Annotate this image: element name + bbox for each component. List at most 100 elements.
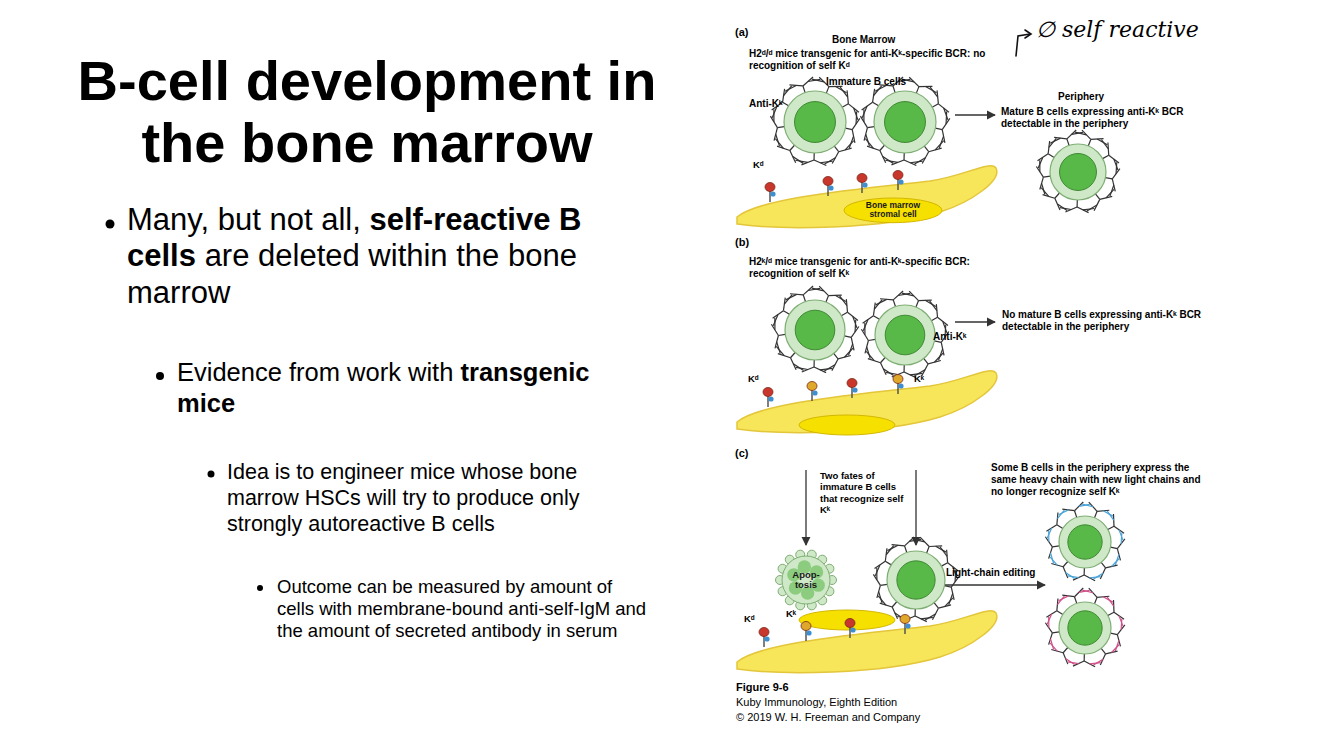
light-chain [776, 346, 784, 355]
antibody [885, 561, 891, 565]
light-chain [1087, 205, 1097, 211]
light-chain [910, 161, 922, 163]
mhc-molecule [845, 619, 855, 628]
light-chain [820, 161, 832, 163]
antibody [1052, 546, 1059, 547]
antibody [903, 153, 904, 160]
antibody [813, 360, 814, 367]
label: Bone Marrow [832, 34, 895, 45]
label: Many, but not all, [127, 202, 361, 237]
mhc-molecule [905, 623, 910, 628]
b-cell [1059, 516, 1111, 568]
light-chain [1119, 530, 1123, 540]
b-cell-nucleus [1068, 525, 1102, 559]
light-chain [930, 301, 937, 311]
antibody [1103, 155, 1109, 158]
text-block: No mature B cells expressing anti-Kᵏ BCR… [1002, 309, 1217, 333]
antibody [813, 153, 814, 160]
text-block: H2ᵈ/ᵈ mice transgenic for anti-Kᵏ-specif… [749, 48, 1024, 72]
antibody [1046, 525, 1056, 532]
mhc-molecule [847, 379, 857, 388]
label: Anti-Kᵏ [933, 331, 966, 342]
text-block: (c) [735, 447, 748, 459]
antibody [778, 334, 785, 335]
antibody [826, 87, 829, 94]
antibody [832, 359, 838, 371]
light-chain [1112, 559, 1120, 567]
label: Some B cells in the periphery express th… [991, 462, 1201, 497]
antibody [1067, 139, 1069, 146]
light-chain [883, 369, 893, 376]
light-chain [1090, 577, 1101, 578]
antibody [803, 77, 813, 86]
mhc-molecule [823, 177, 833, 186]
antibody [1063, 647, 1068, 652]
text-block: ∅ self reactive [1036, 18, 1199, 42]
light-chain [776, 134, 780, 146]
label: Kuby Immunology, Eighth Edition [736, 696, 897, 708]
antibody [1095, 194, 1099, 199]
text-block: Periphery [1058, 91, 1104, 102]
light-chain [785, 85, 796, 91]
light-chain [944, 108, 948, 120]
stromal-nucleus: Bone marrow stromal cell [843, 197, 943, 224]
antibody [1038, 154, 1049, 161]
light-chain [866, 134, 870, 146]
label: Outcome can be measured by amount of cel… [277, 576, 646, 641]
light-chain [1050, 138, 1060, 143]
antibody [1110, 633, 1117, 634]
b-cell [875, 305, 935, 365]
antibody [932, 104, 938, 107]
light-chain [934, 353, 942, 362]
light-chain [887, 545, 898, 550]
text-block: Kᵏ [914, 374, 924, 384]
mhc-molecule [827, 185, 829, 196]
antibody [934, 603, 938, 608]
antibody [893, 300, 895, 307]
mhc-molecule [812, 390, 817, 395]
node-text: Bone marrow stromal cell [858, 201, 928, 220]
light-chain [876, 299, 887, 305]
light-chain [1065, 572, 1074, 578]
label: © 2019 W. H. Freeman and Company [736, 711, 920, 723]
antibody [844, 336, 851, 337]
light-chain [844, 348, 852, 357]
mhc-molecule [828, 185, 833, 190]
mhc-molecule [897, 179, 899, 190]
antibody [1046, 611, 1056, 618]
slide-title: B-cell development in the bone marrow [70, 50, 664, 173]
mhc-molecule [769, 191, 771, 202]
text-block: Kuby Immunology, Eighth Edition [736, 696, 897, 708]
b-cell-nucleus [885, 315, 925, 355]
text-block: Two fates of immature B cells that recog… [820, 470, 908, 516]
label: Kᵈ [744, 613, 755, 624]
antibody [1095, 511, 1098, 518]
antibody [841, 312, 847, 315]
antibody [1052, 632, 1059, 633]
light-chain [925, 614, 935, 620]
antibody [916, 87, 919, 94]
mhc-molecule [861, 182, 863, 193]
text-block: Anti-Kᵏ [749, 98, 782, 109]
b-cell [887, 551, 945, 609]
label: Mature B cells expressing anti-Kᵏ BCR de… [1001, 106, 1183, 129]
antibody [826, 296, 829, 303]
mhc-molecule [852, 387, 857, 392]
antibody [1057, 611, 1063, 615]
mhc-molecule [763, 636, 765, 647]
antibody [924, 146, 928, 151]
light-chain [775, 139, 783, 149]
light-chain [930, 87, 938, 97]
antibody [905, 546, 907, 553]
light-chain [862, 106, 867, 118]
light-chain [867, 347, 871, 359]
antibody [1077, 200, 1078, 207]
b-cell-nucleus [1068, 611, 1102, 645]
antibody [1105, 178, 1112, 179]
mhc-molecule [807, 382, 817, 391]
handwritten-arrow [1016, 34, 1030, 56]
antibody [783, 311, 789, 315]
antibody [1055, 193, 1060, 198]
light-chain [1059, 510, 1069, 515]
light-chain [1082, 590, 1093, 593]
